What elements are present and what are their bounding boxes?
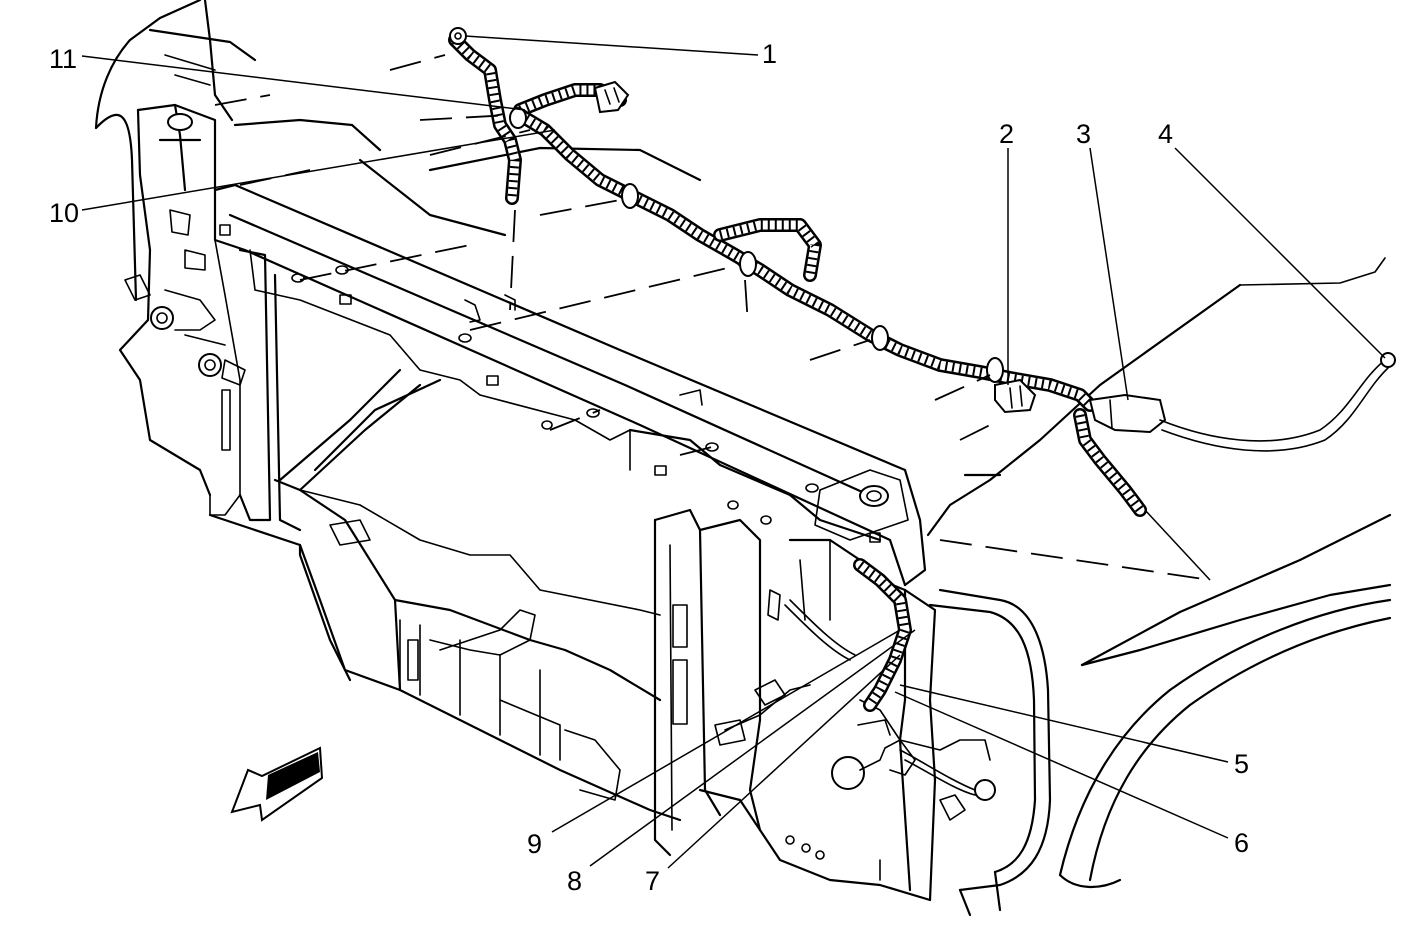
callout-11: 11 [49,44,77,74]
hood-outline [233,118,1386,537]
wiring-harness [448,27,1396,712]
assembly-dashed-lines [214,54,1211,581]
callout-4: 4 [1158,119,1173,149]
callout-6: 6 [1234,828,1249,858]
radiator-support [118,103,991,902]
right-fender-outline [928,513,1392,917]
callout-7: 7 [645,866,660,896]
callout-8: 8 [567,866,582,896]
callout-9: 9 [527,829,542,859]
front-direction-arrow-icon [230,746,324,822]
callout-leaders [81,35,1386,869]
callout-3: 3 [1076,119,1091,149]
callout-10: 10 [49,198,79,228]
headlamp-bulb-and-sockets [714,589,996,821]
callout-5: 5 [1234,749,1249,779]
callout-1: 1 [762,39,777,69]
callout-2: 2 [999,119,1014,149]
left-fender-outline [94,0,257,302]
callout-labels: 1 2 3 4 5 6 7 8 9 10 11 [49,39,1249,896]
